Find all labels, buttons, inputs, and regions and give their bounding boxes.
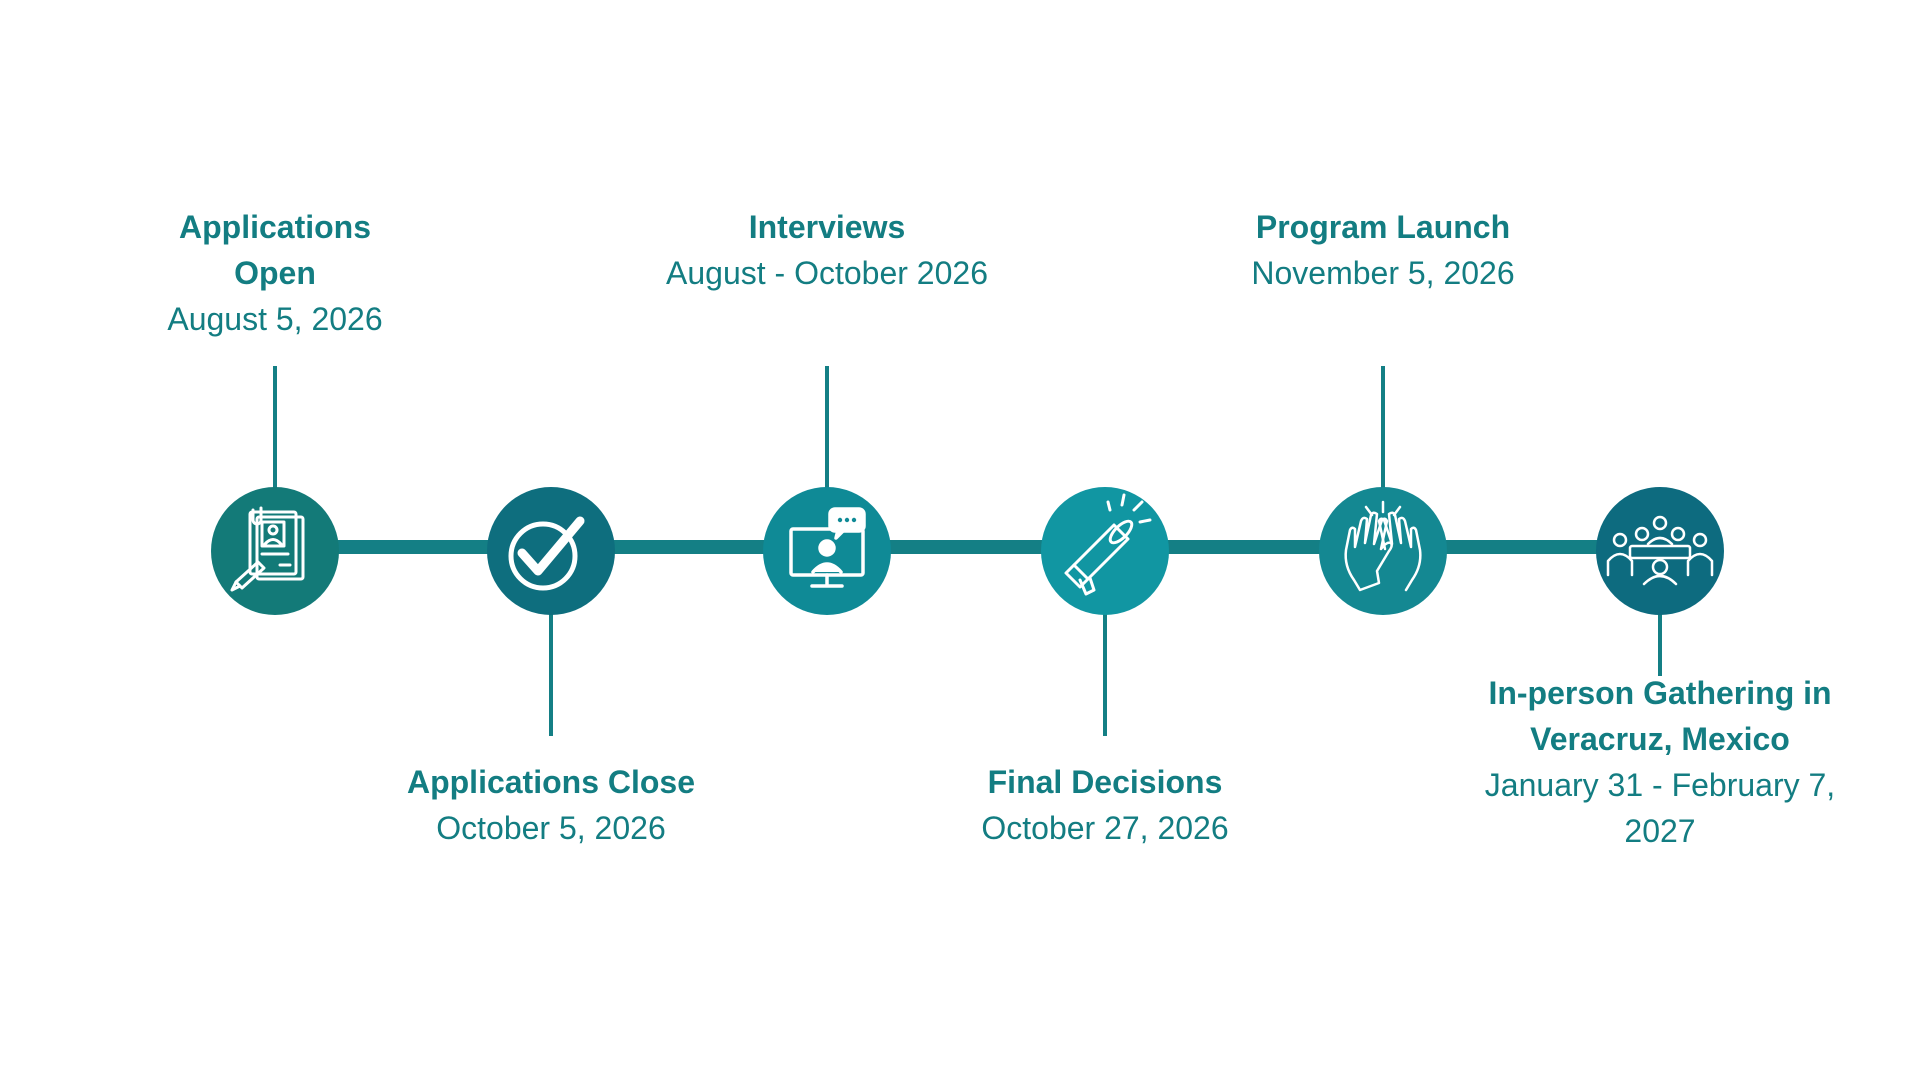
video-call-icon <box>789 507 866 588</box>
high-five-icon <box>1344 500 1422 592</box>
milestone-label-3: Interviews August - October 2026 <box>617 204 1037 296</box>
milestone-title: In-person Gathering in Veracruz, Mexico <box>1488 675 1832 757</box>
milestone-title: Applications Close <box>406 764 696 800</box>
milestone-date: November 5, 2026 <box>1251 255 1515 291</box>
milestone-circle-5 <box>1319 487 1447 615</box>
milestone-label-1: Applications Open August 5, 2026 <box>155 204 395 342</box>
milestone-title: Applications Open <box>178 209 371 291</box>
megaphone-icon <box>1064 493 1152 596</box>
milestone-date: August 5, 2026 <box>167 301 383 337</box>
milestone-circle-1 <box>211 487 339 615</box>
milestone-date: October 27, 2026 <box>981 810 1229 846</box>
milestone-label-6: In-person Gathering in Veracruz, Mexico … <box>1465 670 1855 854</box>
milestone-label-4: Final Decisions October 27, 2026 <box>895 759 1315 851</box>
milestone-circle-6 <box>1596 487 1724 615</box>
group-meeting-icon <box>1606 515 1714 586</box>
milestone-circle-4 <box>1041 487 1169 615</box>
checkmark-icon <box>508 516 585 591</box>
milestone-title: Final Decisions <box>987 764 1223 800</box>
milestone-label-2: Applications Close October 5, 2026 <box>341 759 761 851</box>
milestone-label-5: Program Launch November 5, 2026 <box>1173 204 1593 296</box>
timeline-track <box>275 540 1660 554</box>
milestone-date: August - October 2026 <box>666 255 988 291</box>
milestone-date: January 31 - February 7, 2027 <box>1484 767 1836 849</box>
application-form-icon <box>230 506 305 592</box>
milestone-title: Program Launch <box>1255 209 1511 245</box>
milestone-date: October 5, 2026 <box>436 810 666 846</box>
milestone-title: Interviews <box>748 209 906 245</box>
